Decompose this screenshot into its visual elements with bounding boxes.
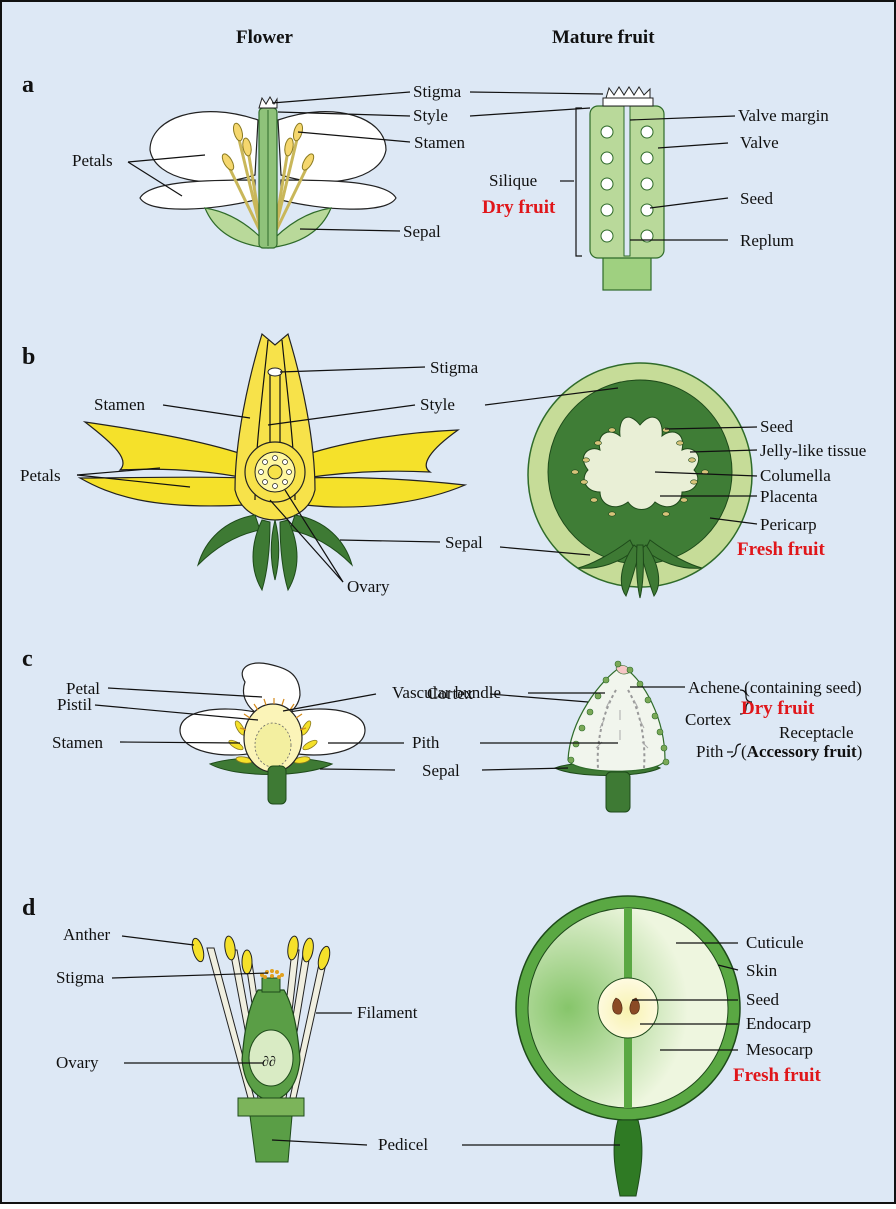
header-mature-fruit: Mature fruit [552,27,655,48]
c-label-cortex-fruit: Cortex [685,710,732,729]
header-flower: Flower [236,27,294,48]
b-label-jelly: Jelly-like tissue [760,441,866,460]
c-fruit-stalk [606,772,630,812]
d-label-anther: Anther [63,925,111,944]
c-label-dry-fruit: Dry fruit [741,698,815,719]
c-accessory-close: ) [857,742,863,761]
d-pedicel [250,1116,292,1162]
b-label-stigma: Stigma [430,358,479,377]
c-label-receptacle: Receptacle [779,723,854,742]
c-receptacle-inner [255,723,291,767]
b-label-stamen: Stamen [94,395,145,414]
d-label-cuticule: Cuticule [746,933,804,952]
svg-text:∂∂: ∂∂ [262,1055,276,1070]
a-label-valve: Valve [740,133,779,152]
d-label-fresh-fruit: Fresh fruit [733,1065,821,1086]
b-label-ovary: Ovary [347,577,390,596]
a-label-dry-fruit: Dry fruit [482,197,556,218]
d-label-mesocarp: Mesocarp [746,1040,813,1059]
d-label-stigma: Stigma [56,968,105,987]
panel-b-letter: b [22,344,35,370]
d-label-pedicel: Pedicel [378,1135,428,1154]
c-label-pith: Pith [412,733,440,752]
d-fruit-stalk [614,1120,642,1196]
a-label-valve-margin: Valve margin [738,106,829,125]
c-label-cortex: Cortex [427,684,474,703]
d-label-filament: Filament [357,1003,418,1022]
a-label-sepal: Sepal [403,222,441,241]
d-receptacle [238,1098,304,1116]
c-label-pistil: Pistil [57,695,92,714]
a-label-stamen: Stamen [414,133,465,152]
a-fruit-beak [603,98,653,106]
d-label-skin: Skin [746,961,778,980]
a-label-petals: Petals [72,151,113,170]
c-accessory-text: Accessory fruit [747,742,857,761]
c-stalk [268,766,286,804]
d-label-seed: Seed [746,990,780,1009]
panel-d-letter: d [22,895,36,921]
d-label-endocarp: Endocarp [746,1014,811,1033]
a-label-seed: Seed [740,189,774,208]
c-label-sepal: Sepal [422,761,460,780]
b-label-fresh-fruit: Fresh fruit [737,539,825,560]
b-label-sepal: Sepal [445,533,483,552]
b-label-seed: Seed [760,417,794,436]
c-label-stamen: Stamen [52,733,103,752]
c-label-pith-fruit: Pith [696,742,724,761]
a-replum [624,106,630,256]
panel-c-letter: c [22,646,33,672]
a-label-stigma: Stigma [413,82,462,101]
b-label-petals: Petals [20,466,61,485]
a-label-style: Style [413,106,448,125]
a-label-replum: Replum [740,231,794,250]
c-label-accessory-fruit: (Accessory fruit) [741,742,862,761]
b-label-pericarp: Pericarp [760,515,817,534]
b-label-columella: Columella [760,466,831,485]
b-label-style: Style [420,395,455,414]
a-fruit-stalk [603,255,651,290]
a-label-silique: Silique [489,171,537,190]
d-label-ovary: Ovary [56,1053,99,1072]
b-label-placenta: Placenta [760,487,818,506]
d-endocarp [598,978,658,1038]
c-label-achene: Achene (containing seed) [688,678,862,697]
panel-a-letter: a [22,72,34,98]
